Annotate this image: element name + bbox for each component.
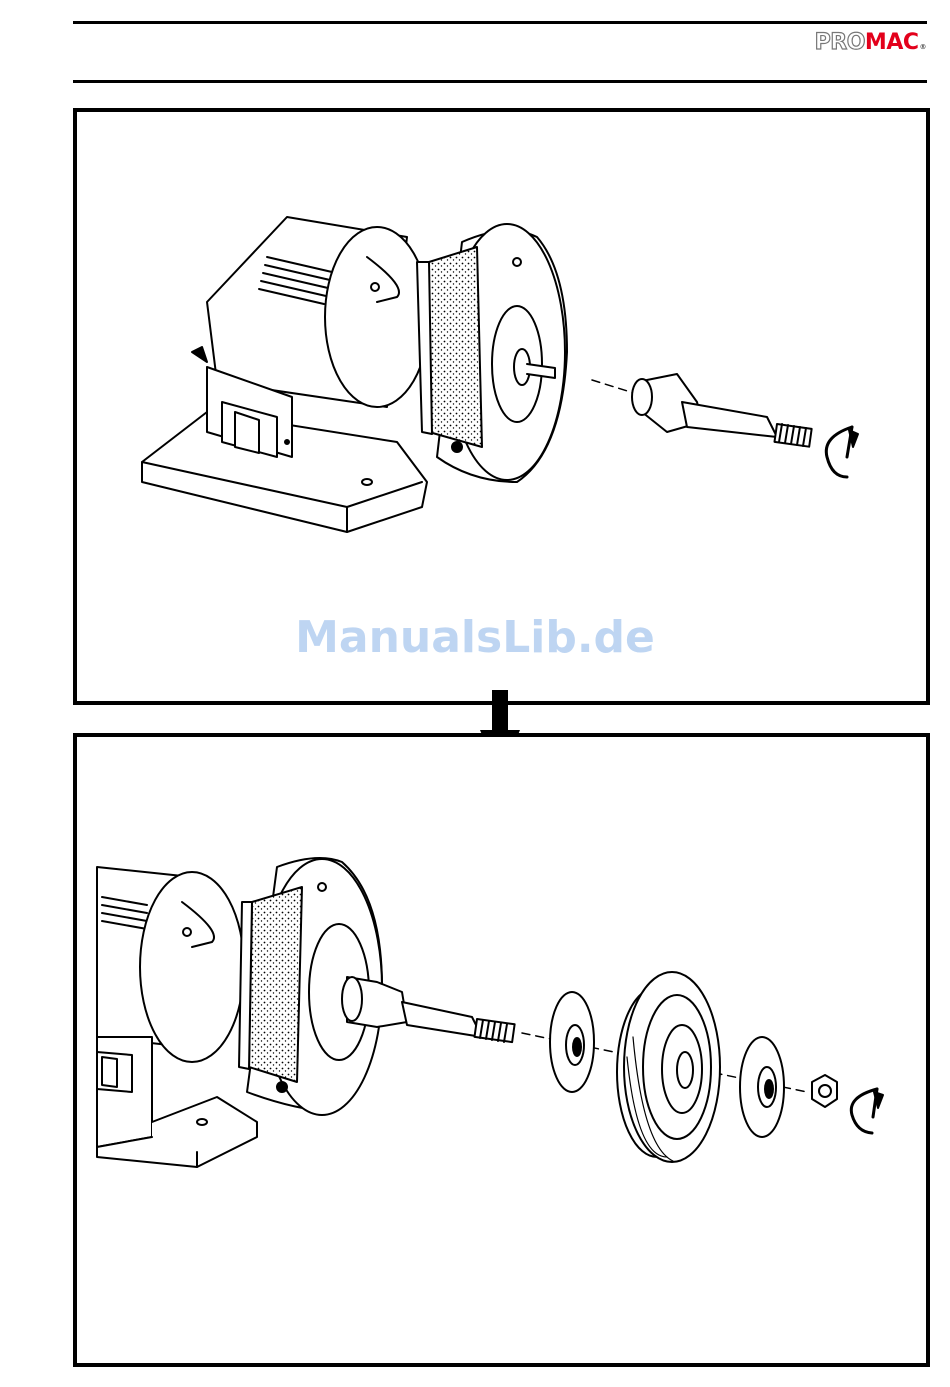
center-axis <box>592 380 637 394</box>
inner-flange <box>550 992 594 1092</box>
motor-housing <box>97 867 244 1062</box>
motor-end-bell <box>325 227 429 407</box>
logo-registered-mark: ® <box>920 43 927 51</box>
buffing-wheel <box>617 972 720 1162</box>
hex-nut <box>812 1075 837 1107</box>
rotate-clockwise-icon <box>826 427 858 477</box>
wheel-guard <box>417 224 567 482</box>
extension-arbor <box>632 374 812 447</box>
outer-flange <box>740 1037 784 1137</box>
watermark-text: ManualsLib.de <box>0 612 950 663</box>
logo-pro-text: PRO <box>815 30 865 55</box>
logo-mac-text: MAC <box>865 30 919 55</box>
header-rule-top <box>73 21 927 24</box>
rotate-clockwise-icon <box>851 1089 883 1133</box>
header-rule-bottom <box>73 80 927 83</box>
promac-logo: PRO MAC ® <box>815 30 926 56</box>
figure-panel-buffing-wheel-install <box>73 733 930 1367</box>
buffing-wheel-exploded-illustration <box>77 737 926 1363</box>
